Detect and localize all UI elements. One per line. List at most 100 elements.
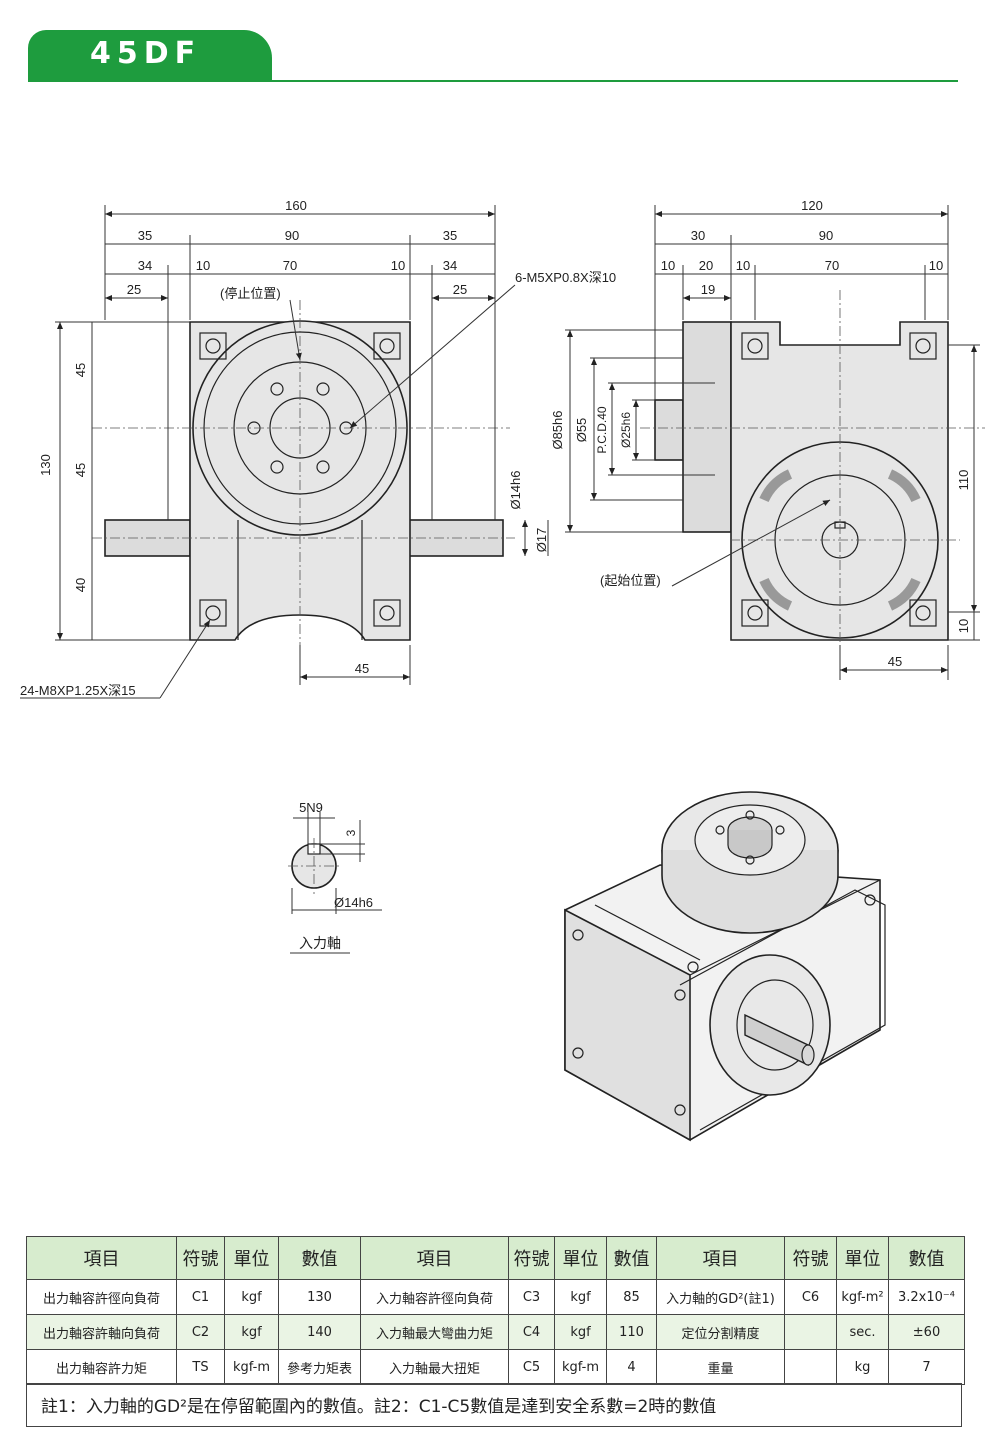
table-cell: kgf bbox=[554, 1279, 607, 1315]
dim-45-upper: 45 bbox=[73, 363, 88, 377]
side-dim-45-bottom: 45 bbox=[888, 654, 902, 669]
table-cell: kgf bbox=[224, 1279, 279, 1315]
table-cell: 110 bbox=[606, 1314, 657, 1350]
table-cell: 140 bbox=[278, 1314, 361, 1350]
table-cell: 130 bbox=[278, 1279, 361, 1315]
table-cell: 入力軸的GD²(註1) bbox=[656, 1279, 785, 1315]
start-position-label: (起始位置) bbox=[600, 573, 661, 588]
table-cell bbox=[784, 1314, 837, 1350]
title-tab bbox=[28, 30, 272, 82]
dim-25-right: 25 bbox=[453, 282, 467, 297]
table-cell: 入力軸最大扭矩 bbox=[360, 1349, 509, 1385]
dim-90: 90 bbox=[285, 228, 299, 243]
spec-table: 項目 符號 單位 數值 項目 符號 單位 數值 項目 符號 單位 數值 出力軸容… bbox=[26, 1236, 965, 1385]
tapped-holes-top-callout: 6-M5XP0.8X深10 bbox=[515, 270, 616, 285]
model-title: 45DF bbox=[90, 36, 202, 71]
technical-drawing: 160 35 90 35 34 10 70 10 34 25 25 (停止位置)… bbox=[20, 198, 985, 1142]
hdr-unit-1: 單位 bbox=[224, 1236, 279, 1280]
dim-160: 160 bbox=[285, 198, 307, 213]
hdr-unit-3: 單位 bbox=[836, 1236, 889, 1280]
dim-34-left: 34 bbox=[138, 258, 152, 273]
table-cell bbox=[784, 1349, 837, 1385]
table-cell: 出力軸容許徑向負荷 bbox=[26, 1279, 177, 1315]
side-view: 120 30 90 10 20 10 70 10 19 Ø85h6 Ø55 P.… bbox=[550, 198, 985, 680]
table-cell: C5 bbox=[508, 1349, 555, 1385]
keyway-width-label: 5N9 bbox=[299, 800, 323, 815]
table-cell: C2 bbox=[176, 1314, 225, 1350]
table-cell: 3.2x10⁻⁴ bbox=[888, 1279, 965, 1315]
table-cell: 出力軸容許軸向負荷 bbox=[26, 1314, 177, 1350]
side-dim-pcd40: P.C.D.40 bbox=[595, 406, 609, 453]
side-dim-90: 90 bbox=[819, 228, 833, 243]
side-dim-d55: Ø55 bbox=[574, 418, 589, 443]
spec-header-row: 項目 符號 單位 數值 項目 符號 單位 數值 項目 符號 單位 數值 bbox=[26, 1236, 965, 1280]
dim-130: 130 bbox=[38, 454, 53, 476]
table-cell: 入力軸容許徑向負荷 bbox=[360, 1279, 509, 1315]
table-cell: sec. bbox=[836, 1314, 889, 1350]
table-cell: C3 bbox=[508, 1279, 555, 1315]
table-cell: 重量 bbox=[656, 1349, 785, 1385]
tapped-holes-6 bbox=[247, 382, 353, 474]
table-cell: kgf-m bbox=[554, 1349, 607, 1385]
hdr-value-1: 數值 bbox=[278, 1236, 361, 1280]
side-dim-120: 120 bbox=[801, 198, 823, 213]
dim-45-middle: 45 bbox=[73, 463, 88, 477]
side-dim-10c: 10 bbox=[929, 258, 943, 273]
side-dim-19: 19 bbox=[701, 282, 715, 297]
hdr-item-2: 項目 bbox=[360, 1236, 509, 1280]
output-flange-side bbox=[682, 321, 732, 533]
dim-d17: Ø17 bbox=[534, 528, 549, 553]
table-row: 出力軸容許軸向負荷 C2 kgf 140 入力軸最大彎曲力矩 C4 kgf 11… bbox=[26, 1314, 965, 1350]
table-row: 出力軸容許徑向負荷 C1 kgf 130 入力軸容許徑向負荷 C3 kgf 85… bbox=[26, 1279, 965, 1315]
dim-10-right: 10 bbox=[391, 258, 405, 273]
hdr-symbol-2: 符號 bbox=[508, 1236, 555, 1280]
title-underline bbox=[28, 80, 958, 82]
side-dim-10-vert: 10 bbox=[956, 619, 971, 633]
slot-holes bbox=[759, 469, 921, 611]
input-shaft-section: 5N9 3 Ø14h6 入力軸 bbox=[288, 800, 382, 954]
hdr-symbol-1: 符號 bbox=[176, 1236, 225, 1280]
hdr-item-1: 項目 bbox=[26, 1236, 177, 1280]
shaft-diameter-label: Ø14h6 bbox=[334, 895, 373, 910]
table-cell: TS bbox=[176, 1349, 225, 1385]
table-cell: C6 bbox=[784, 1279, 837, 1315]
table-cell: kgf-m² bbox=[836, 1279, 889, 1315]
table-cell: kgf bbox=[224, 1314, 279, 1350]
isometric-view bbox=[564, 791, 886, 1142]
dim-10-left: 10 bbox=[196, 258, 210, 273]
side-dim-30: 30 bbox=[691, 228, 705, 243]
hdr-value-2: 數值 bbox=[606, 1236, 657, 1280]
dim-25-left: 25 bbox=[127, 282, 141, 297]
hdr-value-3: 數值 bbox=[888, 1236, 965, 1280]
side-dim-70: 70 bbox=[825, 258, 839, 273]
hdr-symbol-3: 符號 bbox=[784, 1236, 837, 1280]
table-footnote: 註1：入力軸的GD²是在停留範圍內的數值。註2：C1-C5數值是達到安全系數=2… bbox=[26, 1383, 962, 1427]
side-dim-d85h6: Ø85h6 bbox=[550, 410, 565, 449]
table-cell: kgf bbox=[554, 1314, 607, 1350]
table-cell: 4 bbox=[606, 1349, 657, 1385]
table-row: 出力軸容許力矩 TS kgf-m 參考力矩表 入力軸最大扭矩 C5 kgf-m … bbox=[26, 1349, 965, 1385]
input-shaft-label: 入力軸 bbox=[299, 935, 341, 951]
dim-34-right: 34 bbox=[443, 258, 457, 273]
table-cell: 85 bbox=[606, 1279, 657, 1315]
stop-position-label: (停止位置) bbox=[220, 286, 281, 301]
table-cell: 入力軸最大彎曲力矩 bbox=[360, 1314, 509, 1350]
corner-bolts-front bbox=[199, 332, 401, 627]
dim-45-bottom: 45 bbox=[355, 661, 369, 676]
keyway-depth-label: 3 bbox=[344, 829, 358, 836]
hdr-unit-2: 單位 bbox=[554, 1236, 607, 1280]
table-cell: kgf-m bbox=[224, 1349, 279, 1385]
hdr-item-3: 項目 bbox=[656, 1236, 785, 1280]
output-shaft-stub bbox=[654, 399, 684, 461]
table-cell: C1 bbox=[176, 1279, 225, 1315]
side-dim-d25h6: Ø25h6 bbox=[619, 412, 633, 448]
dim-d14h6: Ø14h6 bbox=[508, 470, 523, 509]
table-cell: C4 bbox=[508, 1314, 555, 1350]
table-cell: 參考力矩表 bbox=[278, 1349, 361, 1385]
table-cell: ±60 bbox=[888, 1314, 965, 1350]
dim-40: 40 bbox=[73, 578, 88, 592]
tapped-holes-bottom-callout: 24-M8XP1.25X深15 bbox=[20, 683, 136, 698]
side-dim-10a: 10 bbox=[661, 258, 675, 273]
table-cell: 定位分割精度 bbox=[656, 1314, 785, 1350]
dim-35-right: 35 bbox=[443, 228, 457, 243]
